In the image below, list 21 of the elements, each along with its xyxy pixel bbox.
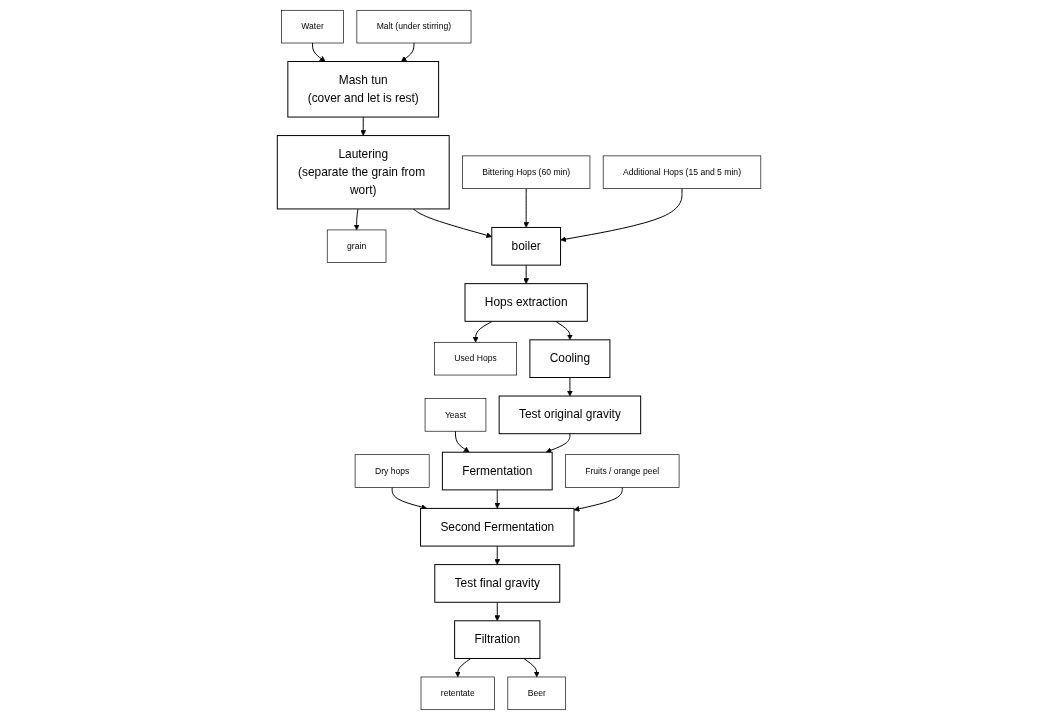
node-box: Test final gravity xyxy=(434,563,561,603)
node-box: Bittering Hops (60 min) xyxy=(462,155,591,189)
node-box: Used Hops xyxy=(434,341,517,375)
node-box: retentate xyxy=(420,676,495,710)
node-box: grain xyxy=(326,229,387,263)
node-box: Dry hops xyxy=(354,453,430,488)
node-box: Water xyxy=(281,9,344,43)
node-box: Fruits / orange peel xyxy=(565,453,680,488)
node-box: Second Fermentation xyxy=(420,507,575,547)
node-box: Additional Hops (15 and 5 min) xyxy=(602,155,762,189)
node-box: Mash tun (cover and let is rest) xyxy=(287,60,440,118)
node-box: Hops extraction xyxy=(464,282,588,322)
node-box: Cooling xyxy=(529,338,611,378)
node-box: Malt (under stirring) xyxy=(356,9,472,43)
node-box: Test original gravity xyxy=(498,395,642,434)
node-box: Yeast xyxy=(424,397,487,432)
node-box: Beer xyxy=(507,676,566,710)
node-box: boiler xyxy=(491,226,561,266)
node-box: Lautering (separate the grain from wort) xyxy=(276,134,450,209)
node-box: Fermentation xyxy=(441,451,553,490)
node-box: Filtration xyxy=(454,619,541,659)
